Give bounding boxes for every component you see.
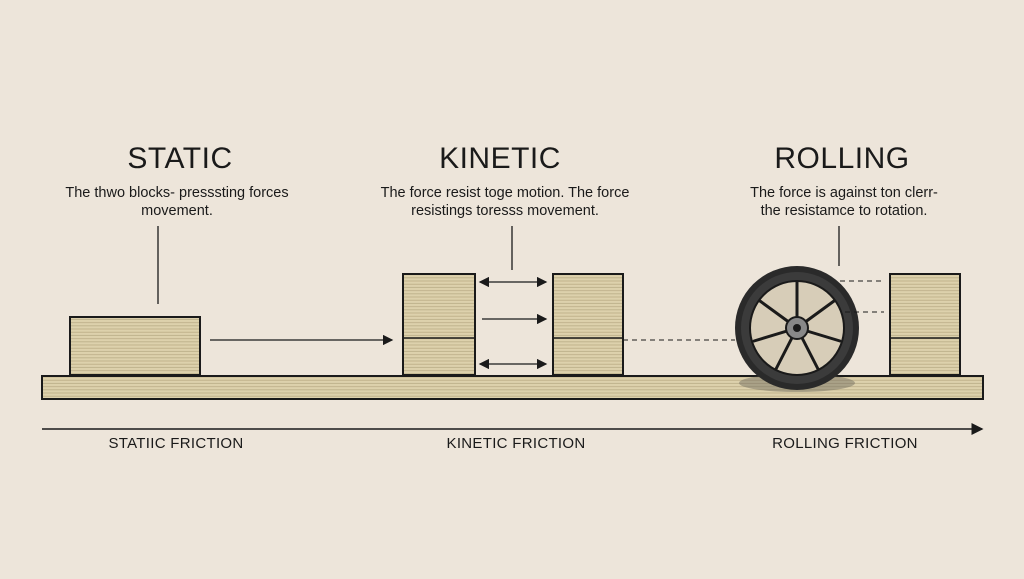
kinetic-title: KINETIC (439, 142, 561, 176)
static-block (70, 317, 200, 375)
rolling-description: The force is against ton clerr- the resi… (750, 184, 938, 220)
axis-label-static: STATIIC FRICTION (108, 435, 243, 452)
static-title: STATIC (127, 142, 232, 176)
kinetic-description: The force resist toge motion. The force … (381, 184, 630, 220)
kinetic-description-line-1: The force resist toge motion. The force (381, 184, 630, 202)
wheel-icon (735, 266, 859, 392)
rolling-description-line-2: the resistamce to rotation. (750, 202, 938, 220)
axis-label-rolling: ROLLING FRICTION (772, 435, 918, 452)
static-description-line-2: movement. (65, 202, 288, 220)
kinetic-description-line-2: resistings toresss movement. (381, 202, 630, 220)
kinetic-block-left (403, 274, 475, 375)
static-description-line-1: The thwo blocks- presssting forces (65, 184, 288, 202)
rolling-block (890, 274, 960, 375)
kinetic-block-right (553, 274, 623, 375)
rolling-description-line-1: The force is against ton clerr- (750, 184, 938, 202)
axis-label-kinetic: KINETIC FRICTION (447, 435, 586, 452)
rolling-title: ROLLING (774, 142, 909, 176)
static-description: The thwo blocks- presssting forces movem… (65, 184, 288, 220)
